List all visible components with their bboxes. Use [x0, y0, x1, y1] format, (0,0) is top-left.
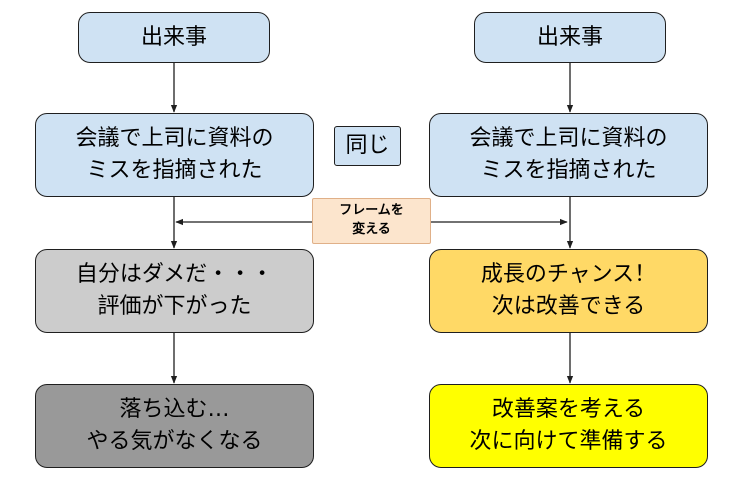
left-interpretation-line-1: 自分はダメだ・・・: [75, 262, 274, 288]
left-result-line-2: やる気がなくなる: [86, 429, 263, 454]
left-event-label: 出来事: [140, 24, 207, 50]
left-event-box: 出来事: [78, 12, 270, 63]
same-label: 同じ: [345, 133, 390, 159]
right-situation-box: 会議で上司に資料の ミスを指摘された: [429, 113, 708, 197]
right-situation-line-2: ミスを指摘された: [480, 158, 657, 183]
left-result-box: 落ち込む… やる気がなくなる: [35, 384, 314, 468]
right-event-label: 出来事: [536, 24, 603, 50]
left-situation-box: 会議で上司に資料の ミスを指摘された: [35, 113, 314, 197]
right-event-box: 出来事: [474, 12, 666, 63]
right-interpretation-box: 成長のチャンス！ 次は改善できる: [429, 249, 708, 333]
reframe-label-box: フレームを 変える: [312, 198, 431, 244]
right-result-line-1: 改善案を考える: [491, 397, 646, 423]
right-interpretation-line-2: 次は改善できる: [491, 294, 646, 319]
reframe-label-line-1: フレームを: [339, 203, 404, 219]
reframe-label-line-2: 変える: [352, 222, 391, 237]
left-interpretation-box: 自分はダメだ・・・ 評価が下がった: [35, 249, 314, 333]
same-label-box: 同じ: [334, 126, 401, 166]
left-situation-line-2: ミスを指摘された: [86, 158, 263, 183]
right-situation-line-1: 会議で上司に資料の: [469, 126, 668, 152]
left-interpretation-line-2: 評価が下がった: [97, 294, 252, 319]
right-result-line-2: 次に向けて準備する: [469, 429, 668, 454]
left-situation-line-1: 会議で上司に資料の: [75, 126, 274, 152]
left-result-line-1: 落ち込む…: [119, 397, 230, 423]
right-interpretation-line-1: 成長のチャンス！: [480, 262, 657, 288]
right-result-box: 改善案を考える 次に向けて準備する: [429, 384, 708, 468]
